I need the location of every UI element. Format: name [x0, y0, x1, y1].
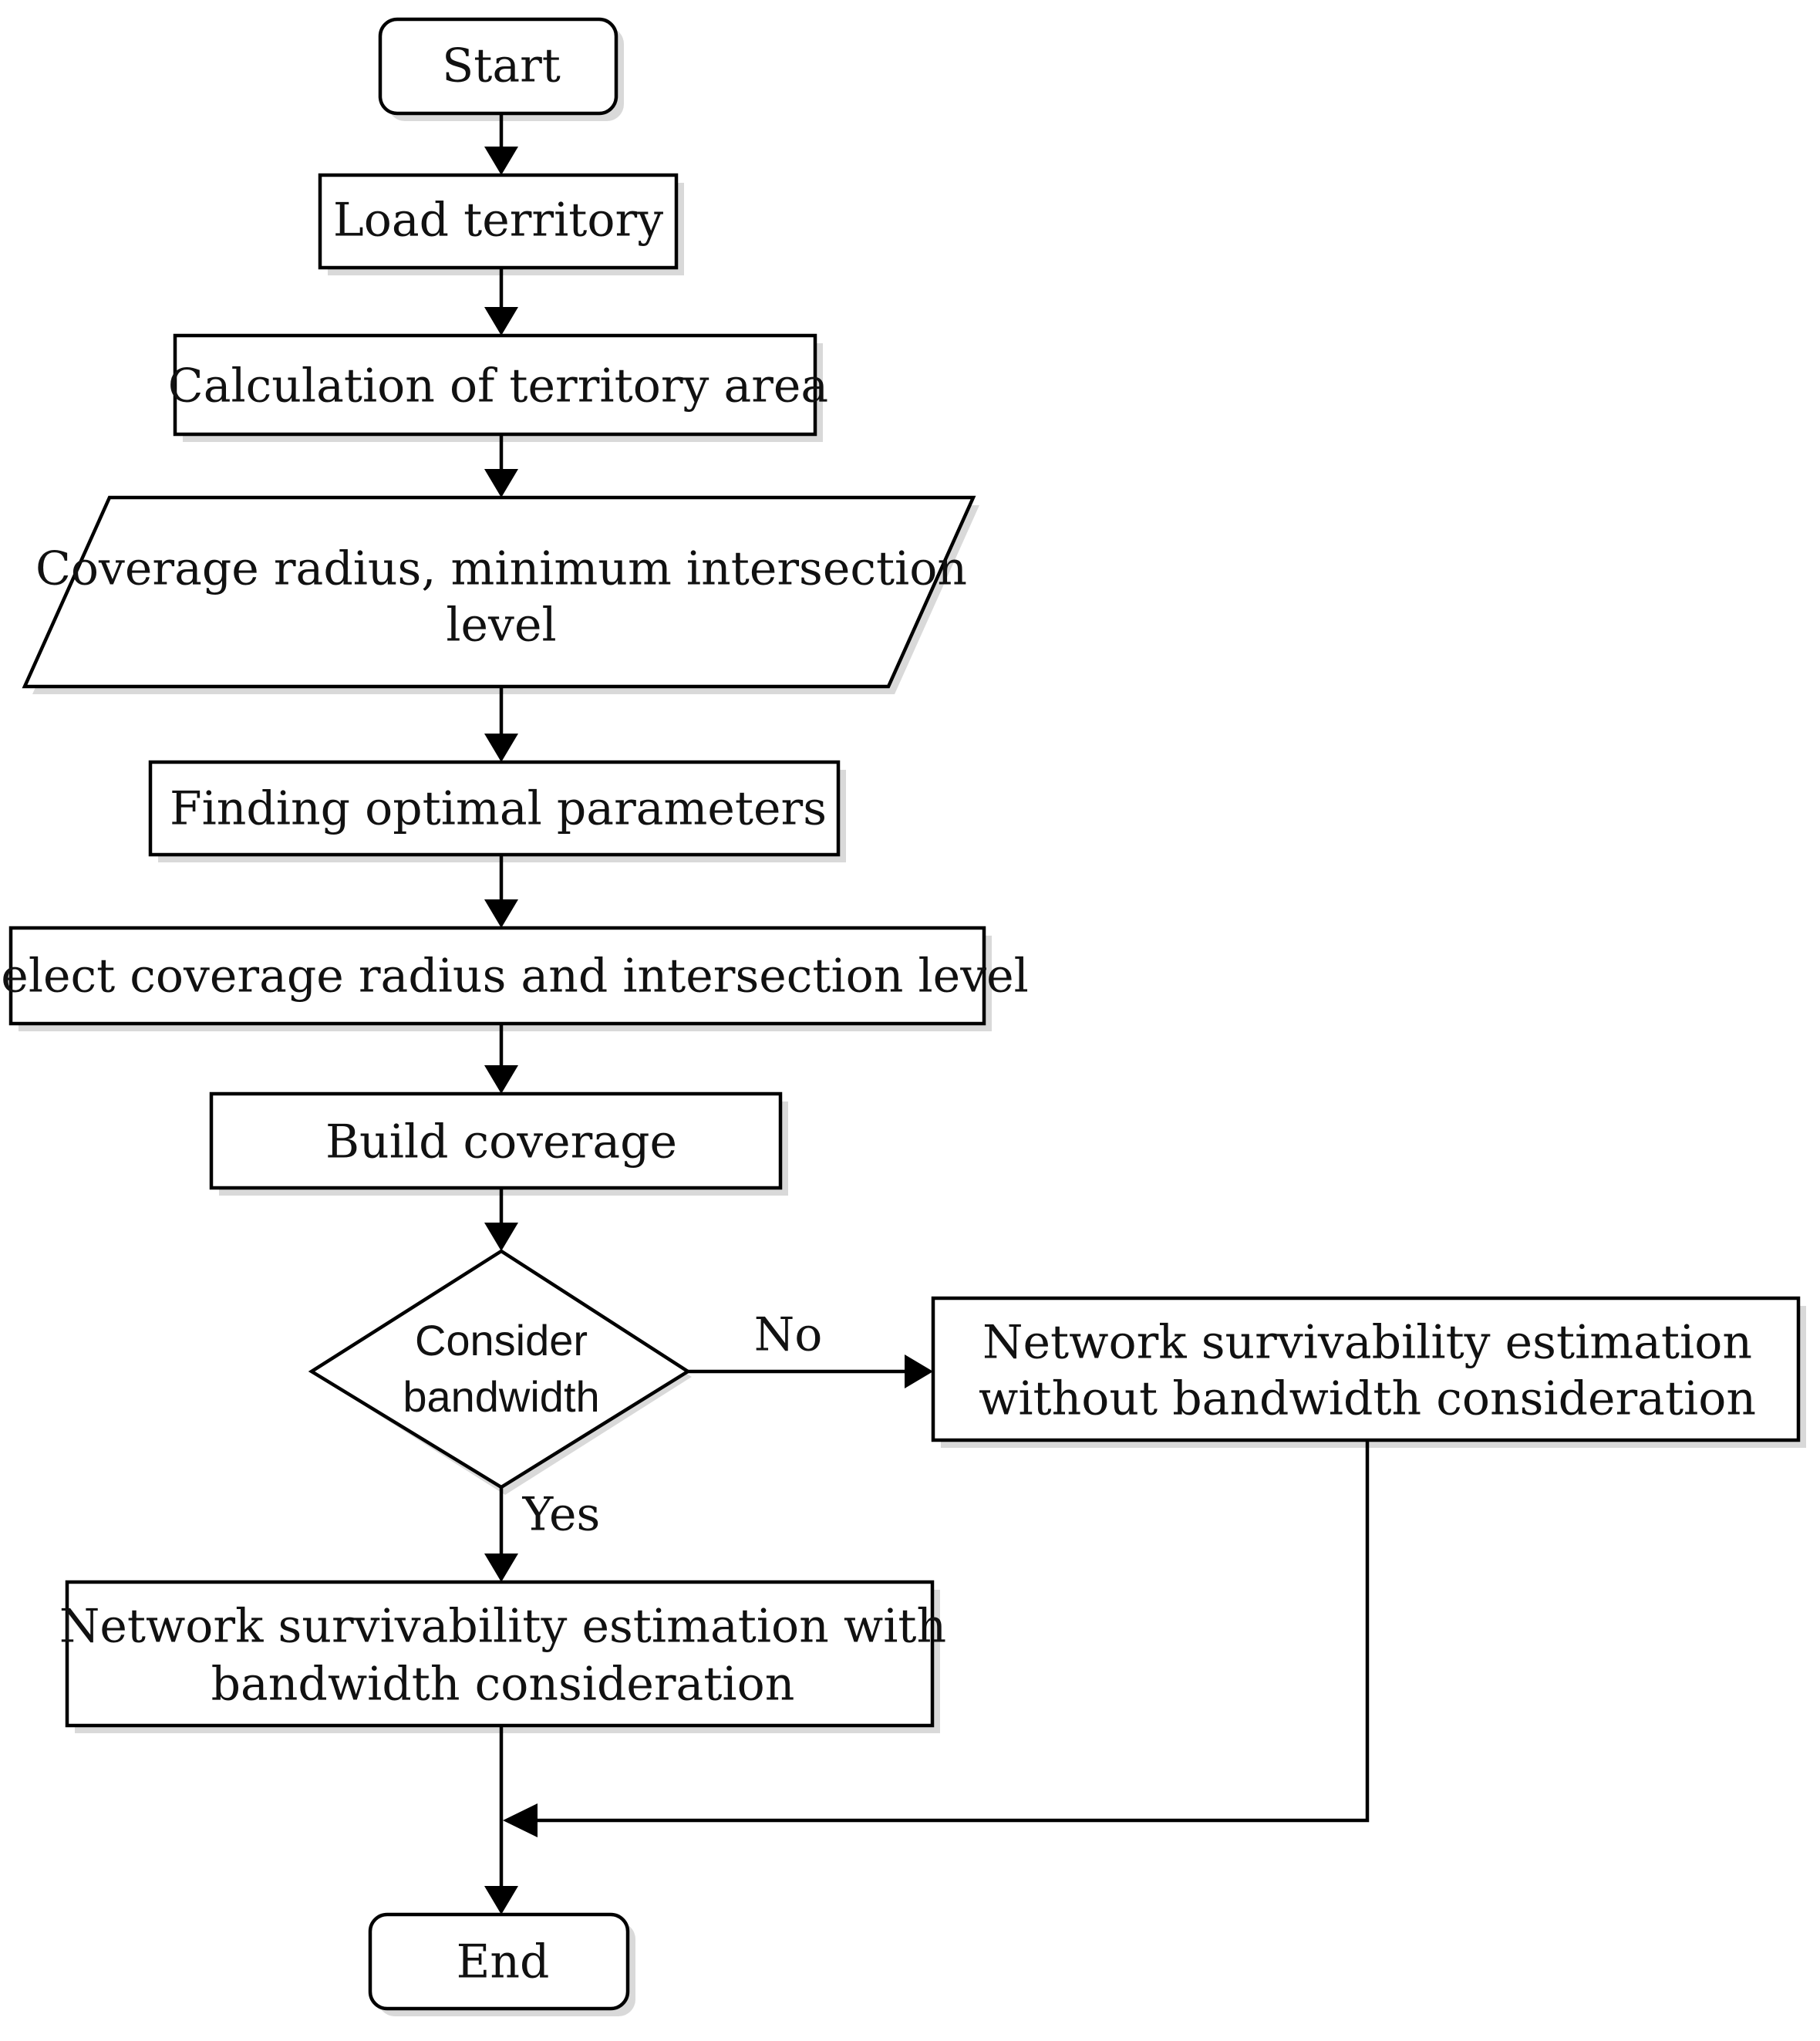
node-input-params-line-2: level	[446, 599, 556, 653]
arrowhead-icon	[484, 147, 518, 175]
node-decision-line-2: bandwidth	[403, 1372, 599, 1421]
node-calc-area-label: Calculation of territory area	[168, 359, 828, 413]
node-end-label: End	[457, 1935, 550, 1989]
node-select-params: Select coverage radius and intersection …	[0, 926, 1029, 1026]
arrowhead-icon	[484, 1554, 518, 1582]
node-estimate-with-line-2: bandwidth consideration	[211, 1658, 795, 1712]
node-input-params-line-1: Coverage radius, minimum intersection	[35, 542, 967, 596]
node-calc-area: Calculation of territory area	[168, 333, 828, 437]
node-load-territory: Load territory	[318, 173, 679, 270]
edge-without-to-end	[528, 1440, 1370, 1823]
node-find-optimal: Finding optimal parameters	[148, 760, 841, 857]
arrowhead-icon	[503, 1803, 538, 1837]
node-estimate-without: Network survivability estimation without…	[931, 1296, 1801, 1442]
node-input-params: Coverage radius, minimum intersection le…	[22, 495, 976, 689]
node-select-params-label: Select coverage radius and intersection …	[0, 950, 1029, 1004]
node-estimate-with: Network survivability estimation with ba…	[59, 1580, 946, 1728]
edge-label-yes: Yes	[522, 1488, 601, 1542]
arrowhead-icon	[484, 1065, 518, 1094]
node-estimate-without-line-1: Network survivability estimation	[982, 1316, 1752, 1370]
node-load-territory-label: Load territory	[333, 194, 663, 248]
arrowhead-icon	[484, 469, 518, 498]
arrowhead-icon	[484, 734, 518, 762]
node-build-coverage-label: Build coverage	[325, 1115, 677, 1169]
arrowhead-icon	[484, 899, 518, 928]
arrowhead-icon	[484, 1886, 518, 1914]
node-find-optimal-label: Finding optimal parameters	[170, 782, 827, 836]
node-start-label: Start	[442, 39, 561, 93]
node-decision-line-1: Consider	[415, 1316, 588, 1365]
node-estimate-with-line-1: Network survivability estimation with	[59, 1600, 946, 1654]
arrowhead-icon	[905, 1354, 933, 1388]
node-end: End	[368, 1912, 630, 2011]
arrowhead-icon	[484, 1223, 518, 1251]
edges	[484, 113, 1370, 1914]
node-decision: Consider bandwidth	[308, 1249, 692, 1489]
node-build-coverage: Build coverage	[209, 1091, 783, 1190]
arrowhead-icon	[484, 307, 518, 336]
edge-label-no: No	[754, 1308, 823, 1362]
node-estimate-without-line-2: without bandwidth consideration	[979, 1372, 1756, 1426]
node-start: Start	[378, 17, 618, 116]
